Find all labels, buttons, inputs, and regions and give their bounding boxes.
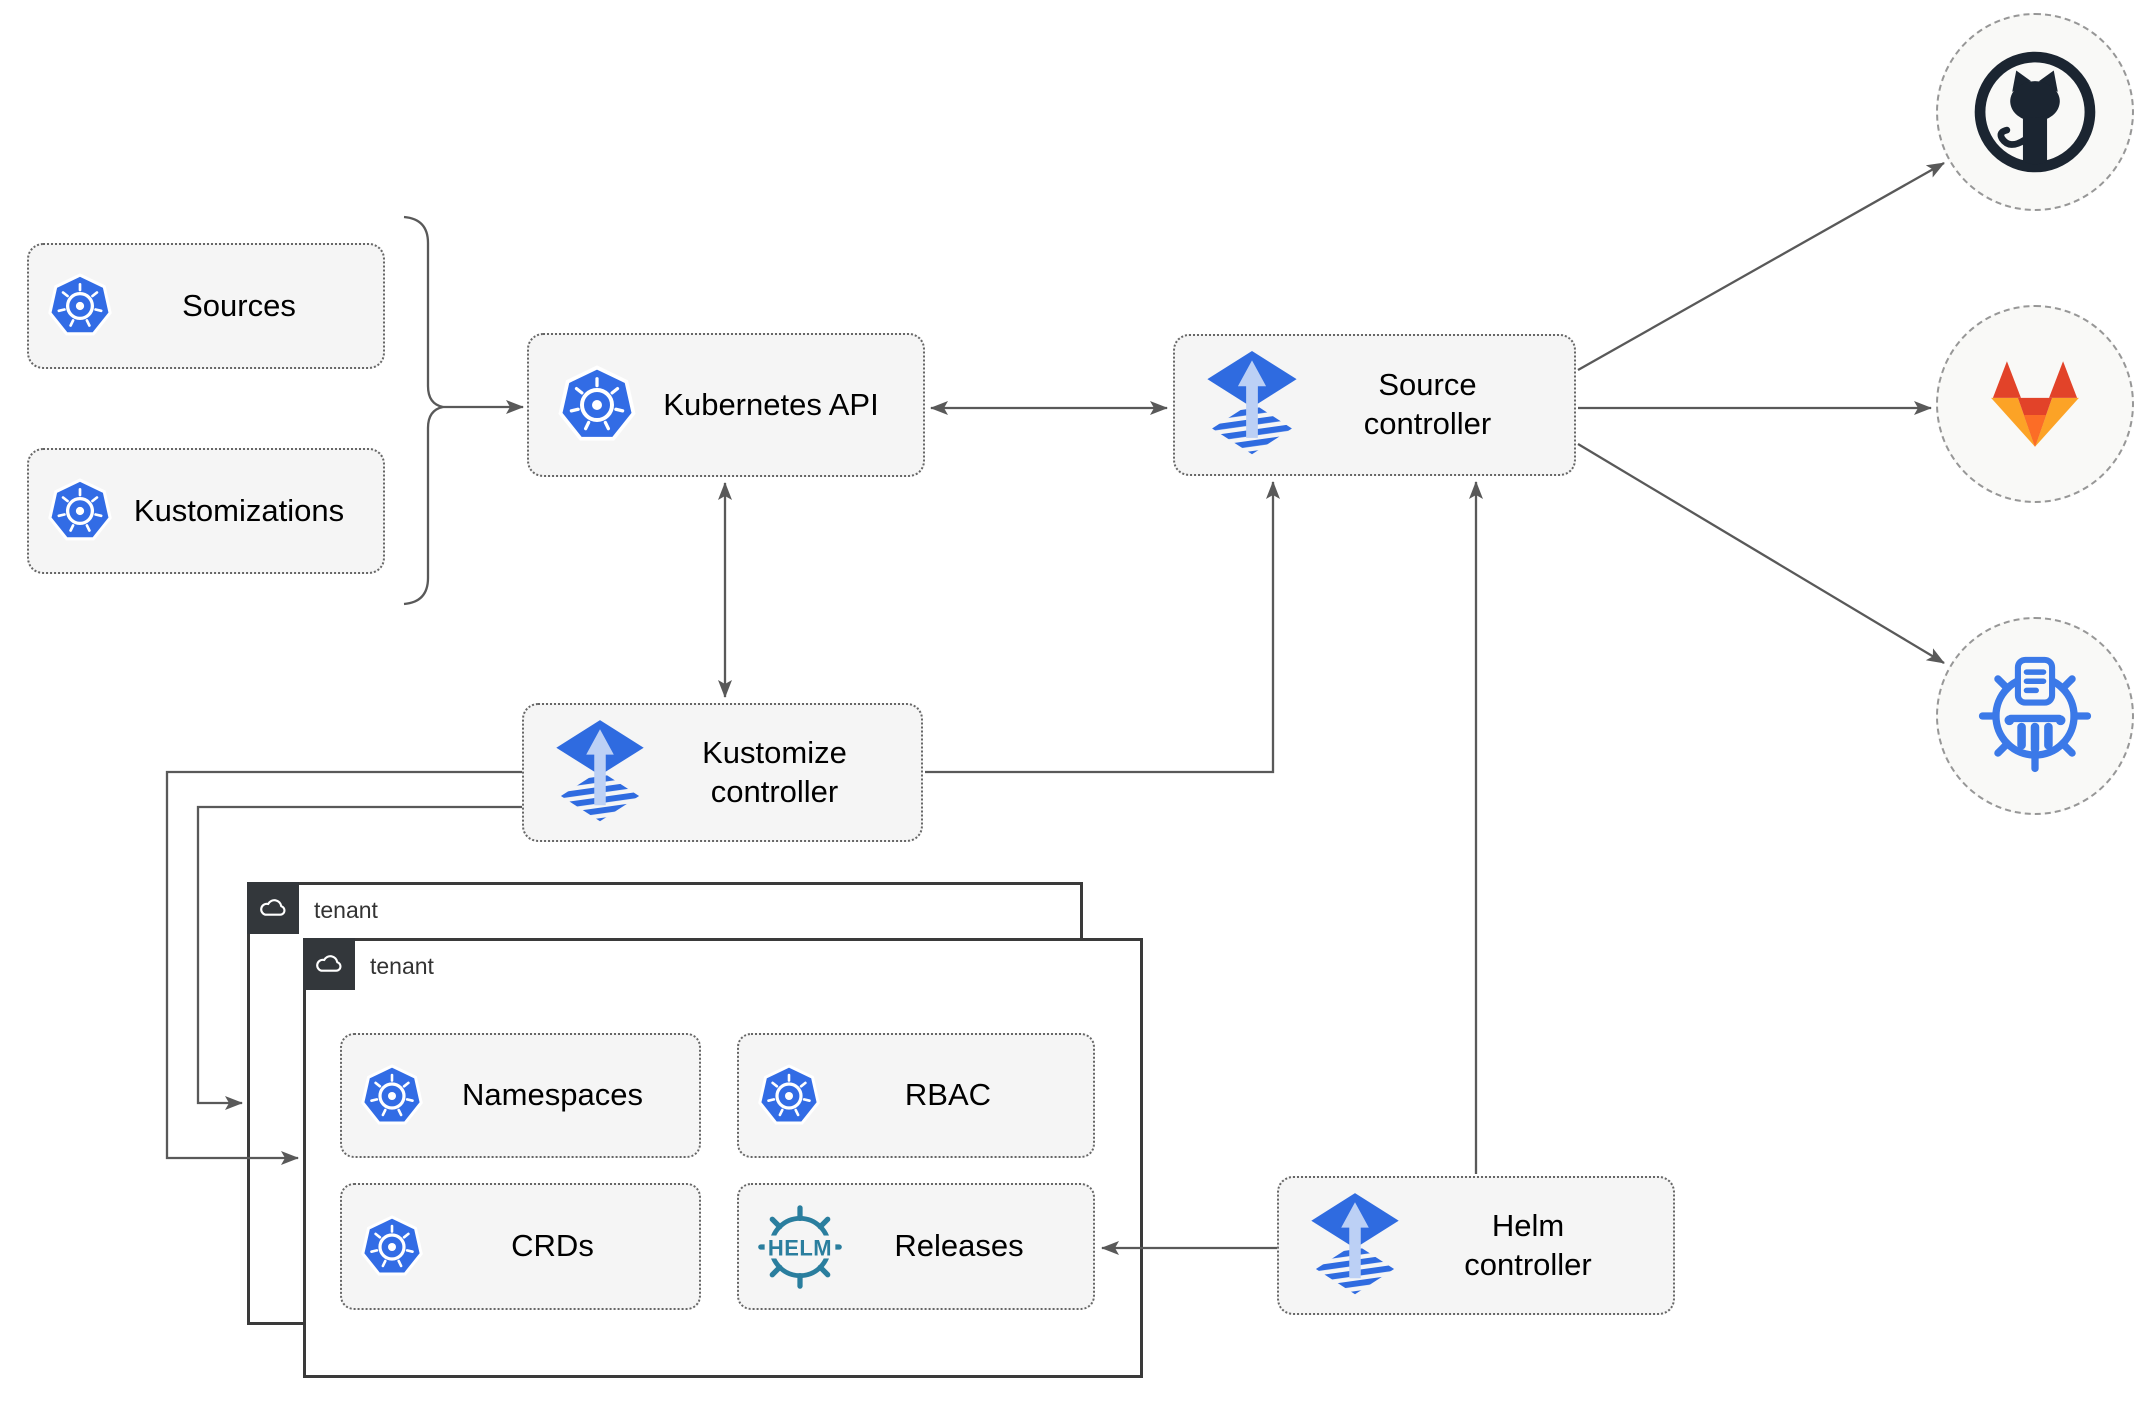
node-label: Helm controller	[1464, 1207, 1592, 1282]
node-kustomizations: Kustomizations	[27, 448, 385, 574]
node-label: Releases	[894, 1228, 1024, 1264]
node-crds: CRDs	[340, 1183, 701, 1310]
node-label: Kustomize controller	[702, 734, 847, 809]
kubernetes-icon	[47, 273, 113, 339]
github-octocat-icon	[1968, 45, 2102, 179]
kubernetes-icon	[557, 365, 637, 445]
node-source-controller: Source controller	[1173, 334, 1576, 476]
flux-icon	[1205, 351, 1299, 459]
node-releases: Releases	[737, 1183, 1095, 1310]
kubernetes-icon	[360, 1064, 424, 1128]
gitlab-tanuki-icon	[1974, 349, 2096, 459]
kubernetes-icon	[757, 1064, 821, 1128]
helm-icon	[757, 1204, 843, 1290]
arrow-source-to-github	[1577, 161, 1945, 372]
flux-icon	[1309, 1193, 1401, 1299]
node-label: CRDs	[511, 1228, 594, 1264]
cloud-icon	[257, 897, 289, 919]
node-kubernetes-api: Kubernetes API	[527, 333, 925, 477]
node-helm-controller: Helm controller	[1277, 1176, 1675, 1315]
node-label: Namespaces	[462, 1077, 643, 1113]
tenant-label: tenant	[314, 897, 378, 923]
provider-github	[1936, 13, 2134, 211]
kubernetes-icon	[47, 478, 113, 544]
node-label: Source controller	[1363, 367, 1492, 441]
tenant-tab	[247, 882, 299, 934]
node-namespaces: Namespaces	[340, 1033, 701, 1158]
node-sources: Sources	[27, 243, 385, 369]
node-label: RBAC	[904, 1077, 992, 1113]
tenant-tab	[303, 938, 355, 990]
node-label: Sources	[182, 287, 296, 323]
node-rbac: RBAC	[737, 1033, 1095, 1158]
tenant-container-inner: tenant	[303, 938, 1143, 1378]
arrow-kustomize-to-source-controller	[925, 481, 1280, 774]
node-label: Kustomizations	[133, 492, 345, 528]
chartmuseum-icon	[1974, 655, 2096, 777]
provider-chart-repository	[1936, 617, 2134, 815]
cloud-icon	[313, 953, 345, 975]
flux-icon	[554, 720, 646, 826]
brace-sources-group	[403, 215, 444, 606]
arrow-source-to-chart-repository	[1577, 443, 1945, 664]
provider-gitlab	[1936, 305, 2134, 503]
node-kustomize-controller: Kustomize controller	[522, 703, 923, 842]
tenant-label: tenant	[370, 953, 434, 979]
kubernetes-icon	[360, 1215, 424, 1279]
node-label: Kubernetes API	[663, 386, 879, 422]
